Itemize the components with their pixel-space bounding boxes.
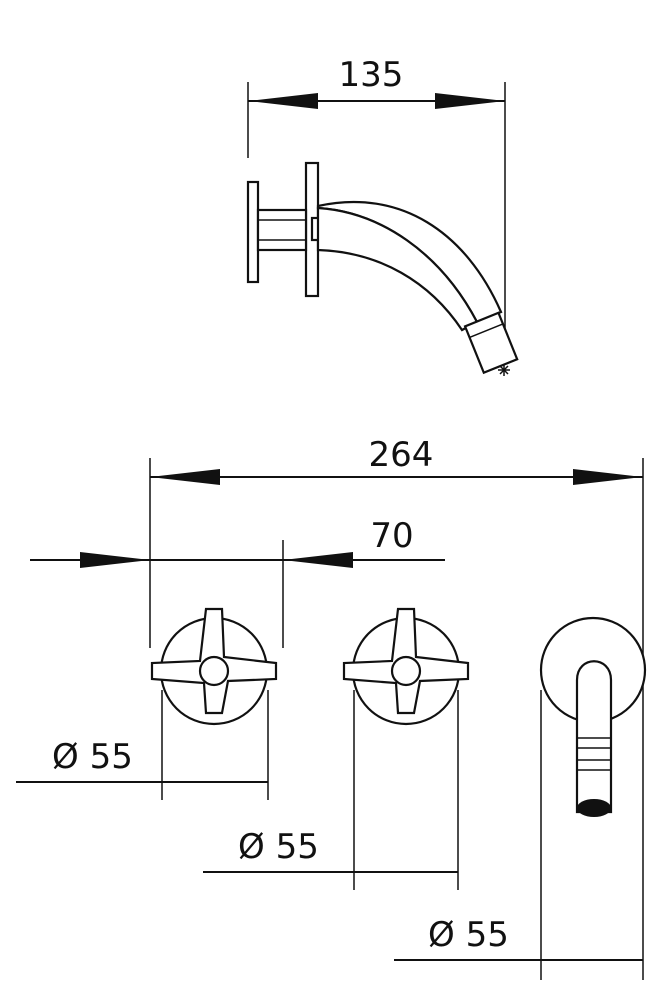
side-view: 135 — [246, 55, 519, 376]
spout-front-icon — [539, 616, 647, 817]
dimension-dia-middle: Ø 55 — [203, 690, 459, 890]
dim-70-label: 70 — [370, 516, 413, 556]
spout-mount-icon — [246, 161, 324, 298]
dimension-dia-left: Ø 55 — [16, 690, 269, 800]
cross-handle-icon — [342, 607, 470, 726]
cross-handle-icon — [150, 607, 278, 726]
dim-135-label: 135 — [339, 55, 404, 95]
dia-left-label: Ø 55 — [52, 737, 133, 777]
dimension-dia-spout: Ø 55 — [394, 690, 643, 980]
dimension-70: 70 — [30, 516, 445, 648]
dimension-135: 135 — [247, 55, 506, 330]
spout-side-icon — [316, 201, 519, 376]
front-view: 264 70 — [16, 435, 647, 980]
dia-spout-label: Ø 55 — [428, 915, 509, 955]
dimension-264: 264 — [149, 435, 644, 980]
dia-middle-label: Ø 55 — [238, 827, 319, 867]
dim-264-label: 264 — [369, 435, 434, 475]
